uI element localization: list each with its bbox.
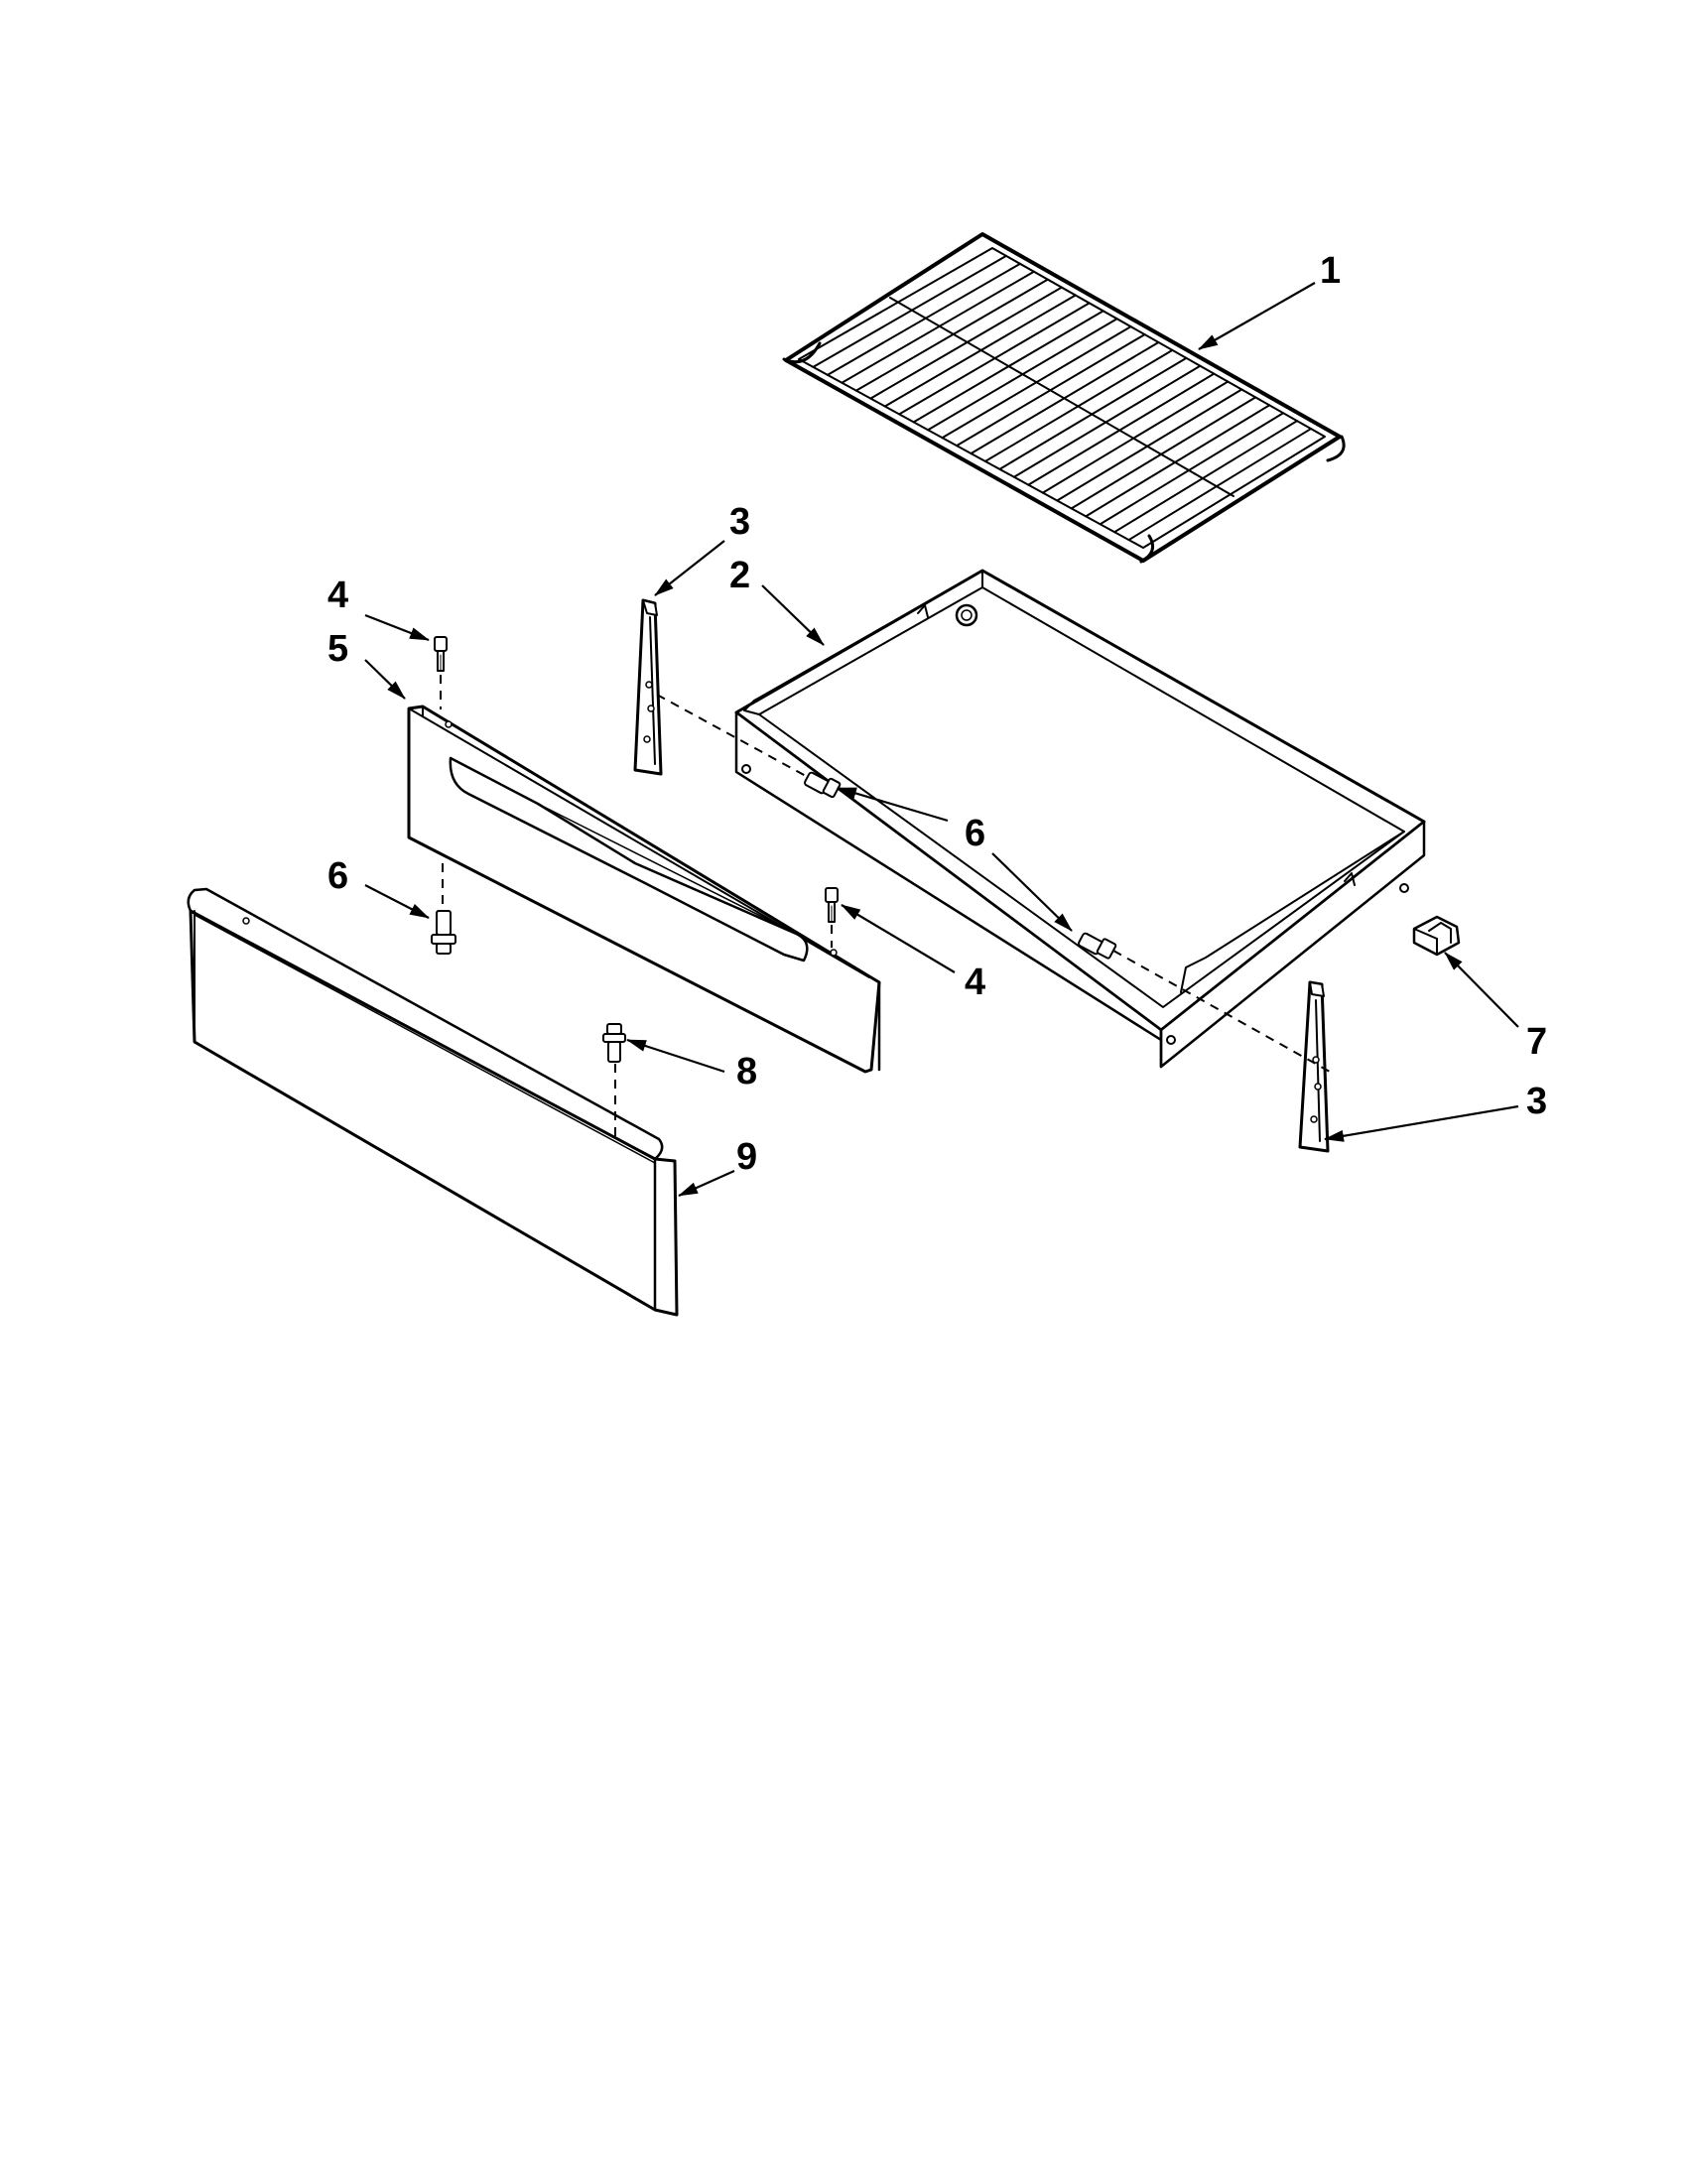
drawer-front-inner-panel [407,705,881,1074]
screw-drawer-front [602,1023,626,1063]
shoulder-screw-lower [825,887,839,923]
callout-4-bottom: 4 [965,962,985,1003]
callout-2: 2 [729,555,750,596]
rack-wire [854,278,1049,392]
rack-wire [1027,372,1216,486]
screw-slide-right [1078,932,1117,960]
rack-wire [998,356,1188,470]
callout-labels: 1 2 3 3 4 4 5 6 6 7 8 9 [327,250,1547,1178]
drawer-slide-right [1298,980,1330,1153]
drawer-slide-left [633,598,663,776]
callout-4-top: 4 [327,575,348,616]
rack-wire [1041,380,1230,494]
callout-8: 8 [736,1051,757,1092]
callout-6-middle: 6 [965,813,985,854]
rack-wire [1070,396,1257,510]
oven-rack [782,232,1346,564]
drawer-clip [1412,915,1461,957]
rack-wire [841,270,1035,384]
rack-wire [1099,412,1285,526]
callout-6-left: 6 [327,855,348,897]
rack-wire [1113,420,1299,534]
drawer-front-panel [187,887,679,1317]
rack-wire [812,254,1007,368]
callout-5: 5 [327,628,348,670]
rack-wire [1085,404,1271,518]
callout-3-top: 3 [729,501,750,543]
leader-lines [364,282,1519,1198]
callout-7: 7 [1526,1021,1547,1063]
rack-wire [1127,428,1313,542]
callout-3-bottom: 3 [1526,1081,1547,1122]
rack-wire [826,262,1021,376]
rack-wire [1012,364,1202,478]
screw-slide-left [804,771,842,799]
callout-1: 1 [1320,250,1341,292]
assembly-lines [440,675,1331,1136]
rack-wire [869,286,1063,400]
callout-9: 9 [736,1136,757,1178]
rack-wire [1056,388,1243,502]
shoulder-screw-upper [434,636,448,672]
screw-front-panel [431,910,456,955]
